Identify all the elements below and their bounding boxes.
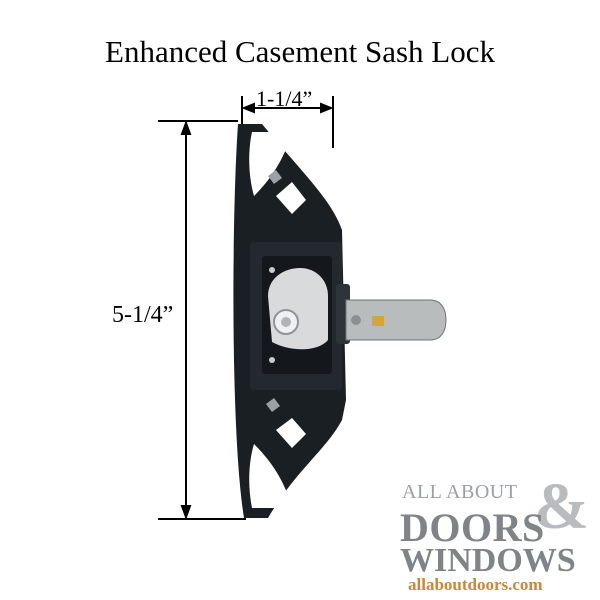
height-dimension-line — [158, 120, 246, 520]
logo-windows: WINDOWS — [400, 542, 576, 579]
width-dimension-label: 1-1/4” — [256, 86, 313, 111]
logo-doors: DOORS — [400, 505, 545, 550]
product-title: Enhanced Casement Sash Lock — [105, 34, 495, 69]
width-dimension-line — [241, 96, 334, 148]
logo-url: allaboutdoors.com — [408, 575, 543, 594]
height-dimension-label: 5-1/4” — [112, 302, 174, 328]
brand-logo: ALL ABOUT & DOORS WINDOWS allaboutdoors.… — [392, 470, 592, 598]
lock-body — [233, 124, 447, 518]
logo-tagline: ALL ABOUT — [402, 481, 518, 503]
logo-ampersand: & — [534, 470, 589, 543]
